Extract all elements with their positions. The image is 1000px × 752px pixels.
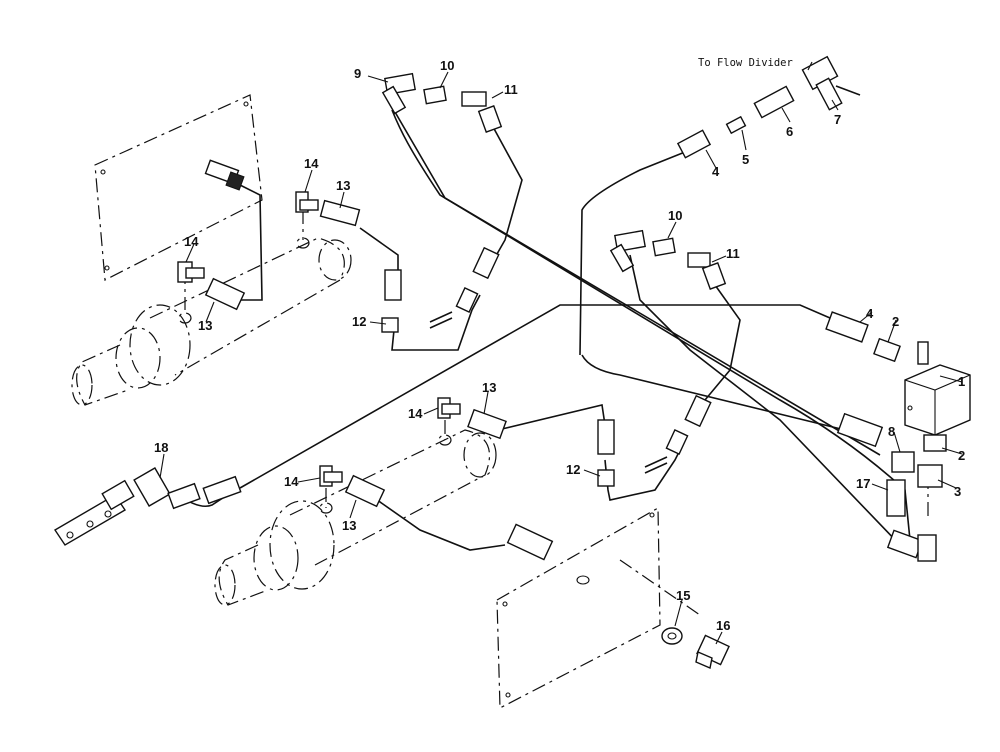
lower-right-mounting-plate xyxy=(496,506,661,709)
callout-12-upper: 12 xyxy=(352,314,366,329)
callout-10-lower: 10 xyxy=(668,208,682,223)
callout-11-upper: 11 xyxy=(504,82,518,97)
callout-9: 9 xyxy=(354,66,361,81)
callout-14-upper-left: 14 xyxy=(184,234,199,249)
callout-14-lower-right: 14 xyxy=(408,406,423,421)
callout-13-lower-left: 13 xyxy=(342,518,356,533)
callout-18: 18 xyxy=(154,440,168,455)
callout-2-lower: 2 xyxy=(958,448,965,463)
callout-4-lower: 4 xyxy=(866,306,874,321)
lower-cylinder xyxy=(214,429,497,606)
callout-8: 8 xyxy=(888,424,895,439)
callout-13-upper-right: 13 xyxy=(336,178,350,193)
callout-5: 5 xyxy=(742,152,749,167)
callout-6: 6 xyxy=(786,124,793,139)
callout-leaders xyxy=(159,61,963,645)
upper-cylinder xyxy=(71,237,352,406)
callout-3: 3 xyxy=(954,484,961,499)
callout-16: 16 xyxy=(716,618,730,633)
callout-7: 7 xyxy=(834,112,841,127)
callout-12-lower: 12 xyxy=(566,462,580,477)
callout-14-lower-left: 14 xyxy=(284,474,299,489)
flow-divider-note: To Flow Divider xyxy=(698,57,793,69)
callout-15: 15 xyxy=(676,588,690,603)
manifold-block-1 xyxy=(904,341,971,436)
callout-13-upper-left: 13 xyxy=(198,318,212,333)
callout-1: 1 xyxy=(958,374,965,389)
callout-2-upper: 2 xyxy=(892,314,899,329)
callout-17: 17 xyxy=(856,476,870,491)
hydraulic-lines xyxy=(177,109,929,616)
callout-10-upper: 10 xyxy=(440,58,454,73)
upper-left-mounting-plate xyxy=(94,94,263,281)
callout-14-upper-right: 14 xyxy=(304,156,319,171)
callout-13-lower-right: 13 xyxy=(482,380,496,395)
callout-11-lower: 11 xyxy=(726,246,740,261)
fittings xyxy=(54,55,947,669)
callout-4-upper: 4 xyxy=(712,164,720,179)
